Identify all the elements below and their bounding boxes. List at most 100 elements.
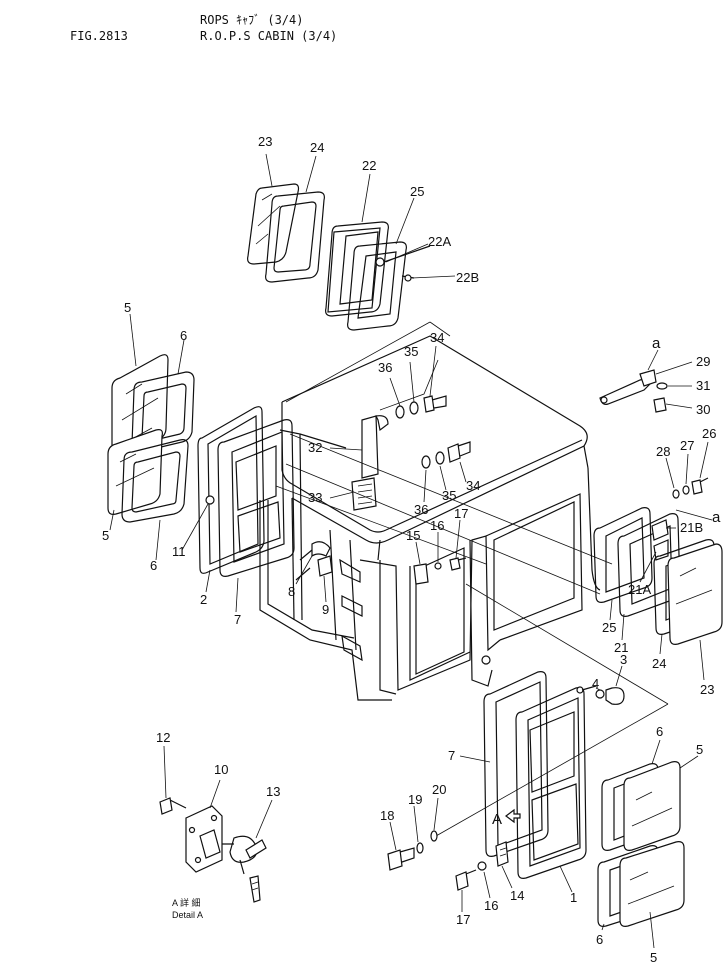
hinge-15 [413,563,429,585]
callout-21B: 21B [680,520,703,535]
callout-11: 11 [172,544,186,559]
callout-36-a: 36 [378,360,392,375]
callout-35-b: 35 [442,488,456,503]
callout-34-b: 34 [466,478,480,493]
roof-glass-23 [247,183,300,265]
bolt-34b [447,441,471,463]
roof-bolt-stack-upper [389,345,447,419]
door-frame-2 [197,406,265,574]
callout-5-lower-b: 5 [650,950,657,965]
detail-a-label-en: Detail A [172,910,203,920]
detail-a-label-jp: A 詳 細 [172,897,201,908]
callout-A-arrow: A [492,811,502,828]
bolt-30 [653,397,667,413]
nut-16-mid [434,562,442,570]
callout-6-lower-b: 6 [596,932,603,947]
callout-22: 22 [362,158,376,173]
fig-number: FIG.2813 [70,29,128,43]
roof-window-group [247,153,456,331]
callout-25-top: 25 [410,184,424,199]
callout-21: 21 [614,640,628,655]
callout-23-right: 23 [700,682,714,697]
detail-a-lock [159,745,273,903]
right-window-group [593,507,723,681]
arrow-A [505,808,521,824]
callout-22A: 22A [428,234,451,249]
callout-8: 8 [288,584,295,599]
callout-36-b: 36 [414,502,428,517]
callout-25-right: 25 [602,620,616,635]
washer-27 [682,485,690,495]
callout-28: 28 [656,444,670,459]
bolt-17-mid [449,557,467,571]
bolt-17-low [455,869,477,891]
latch-14 [495,841,509,867]
roof-bolt-stack-lower [421,441,471,503]
glass-5-lower-left [107,429,163,515]
washer-4 [595,689,605,699]
callout-6-lower-a: 6 [656,724,663,739]
washer-31 [656,382,668,390]
callout-17-mid: 17 [454,506,468,521]
callout-7-left: 7 [234,612,241,627]
callout-a-top: a [652,335,661,352]
latch-9 [317,555,333,577]
callout-26: 26 [702,426,716,441]
knob-3 [605,687,625,705]
lower-right-panes [597,739,699,949]
title-english: R.O.P.S CABIN (3/4) [200,29,337,43]
hinge-hardware-mid [413,519,467,585]
callout-4: 4 [592,676,599,691]
callout-32: 32 [308,440,322,455]
left-door [181,406,333,613]
washer-28 [672,489,680,499]
roof-gasket-24 [265,191,325,283]
callout-14: 14 [510,888,524,903]
door-seal-7-lower [483,671,549,857]
callout-19: 19 [408,792,422,807]
callout-24-top: 24 [310,140,324,155]
stay-arm-group [599,349,693,413]
callout-5-lower-a: 5 [696,742,703,757]
roof-frame-22 [325,221,389,317]
callout-16-low: 16 [484,898,498,913]
gasket-6-upper-left [131,371,195,453]
glass-23-right [667,543,723,645]
callout-33: 33 [308,490,322,505]
seal-25-right [593,507,653,603]
callout-9: 9 [322,602,329,617]
hinge-21B [651,519,669,541]
callout-29: 29 [696,354,710,369]
callout-34-a: 34 [430,330,444,345]
callout-2: 2 [200,592,207,607]
pillar-32 [361,415,379,479]
callout-1: 1 [570,890,577,905]
bolt-18 [387,847,415,871]
lever-8 [311,541,331,558]
callout-5-left-b: 5 [102,528,109,543]
gasket-6-lower-left [121,439,189,523]
title-japanese: ROPS ｷｬﾌﾞ (3/4) [200,13,303,27]
callout-6-left-a: 6 [180,328,187,343]
handle-11 [205,495,215,505]
cabin-roof [281,335,588,544]
washer-19 [416,842,424,854]
glass-5-lower-right-a [623,761,681,851]
callout-a-right: a [712,509,721,526]
bolt-26 [691,477,709,495]
callout-16-mid: 16 [430,518,444,533]
lower-hardware-18-20 [387,797,439,871]
callout-12: 12 [156,730,170,745]
roof-seal-25 [347,241,407,331]
screw-12 [159,797,187,815]
callout-31: 31 [696,378,710,393]
callout-6-left-b: 6 [150,558,157,573]
lower-hardware-16-17 [455,861,491,912]
washer-36b [421,455,431,469]
washer-35a [409,401,419,415]
roof-screw-22B [404,274,412,282]
washer-35b [435,451,445,465]
callout-23-top: 23 [258,134,272,149]
nut-16-low [477,861,487,871]
